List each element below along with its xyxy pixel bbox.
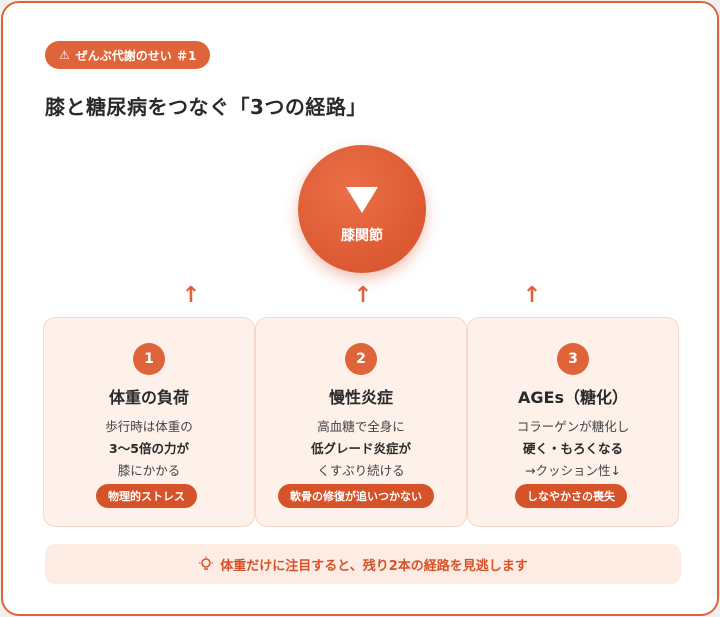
knee-joint-circle: 膝関節 — [298, 145, 426, 273]
warning-icon: ⚠ — [59, 48, 70, 62]
desc-line: 歩行時は体重の — [105, 419, 193, 434]
path-description: 高血糖で全身に 低グレード炎症が くすぶり続ける — [256, 416, 466, 482]
path-description: コラーゲンが糖化し 硬く・もろくなる →クッション性↓ — [468, 416, 678, 482]
step-number: 3 — [557, 343, 589, 375]
desc-line: くすぶり続ける — [317, 463, 405, 478]
path-card-inflammation: 2 慢性炎症 高血糖で全身に 低グレード炎症が くすぶり続ける 軟骨の修復が追い… — [255, 317, 467, 527]
desc-line: 硬く・もろくなる — [522, 441, 623, 456]
insight-note: 体重だけに注目すると、残り2本の経路を見逃します — [45, 544, 681, 584]
desc-line: 3〜5倍の力が — [109, 441, 189, 456]
up-arrow-icon: ↑ — [353, 283, 373, 308]
desc-line: 低グレード炎症が — [310, 441, 411, 456]
desc-line: コラーゲンが糖化し — [516, 419, 630, 434]
path-title: 体重の負荷 — [108, 388, 189, 407]
path-tag: 物理的ストレス — [96, 484, 197, 508]
path-description: 歩行時は体重の 3〜5倍の力が 膝にかかる — [44, 416, 254, 482]
badge-text: ぜんぶ代謝のせい ＃1 — [75, 48, 197, 63]
path-tag: しなやかさの喪失 — [515, 484, 627, 508]
path-title: AGEs（糖化） — [518, 388, 628, 407]
desc-line: 高血糖で全身に — [317, 419, 405, 434]
series-badge: ⚠ ぜんぶ代謝のせい ＃1 — [45, 41, 211, 69]
path-title: 慢性炎症 — [328, 388, 393, 407]
down-triangle-icon — [346, 187, 378, 213]
up-arrow-icon: ↑ — [522, 283, 542, 308]
path-card-ages: 3 AGEs（糖化） コラーゲンが糖化し 硬く・もろくなる →クッション性↓ し… — [467, 317, 679, 527]
lightbulb-icon — [199, 556, 214, 570]
step-number: 1 — [133, 343, 165, 375]
center-label: 膝関節 — [341, 228, 383, 244]
note-text: 体重だけに注目すると、残り2本の経路を見逃します — [220, 558, 528, 574]
desc-line: 膝にかかる — [117, 463, 181, 478]
page-title: 膝と糖尿病をつなぐ「3つの経路」 — [45, 95, 367, 119]
path-card-weight: 1 体重の負荷 歩行時は体重の 3〜5倍の力が 膝にかかる 物理的ストレス — [43, 317, 255, 527]
step-number: 2 — [345, 343, 377, 375]
desc-line: →クッション性↓ — [525, 463, 621, 478]
up-arrow-icon: ↑ — [181, 283, 201, 308]
path-tag: 軟骨の修復が追いつかない — [278, 484, 434, 508]
